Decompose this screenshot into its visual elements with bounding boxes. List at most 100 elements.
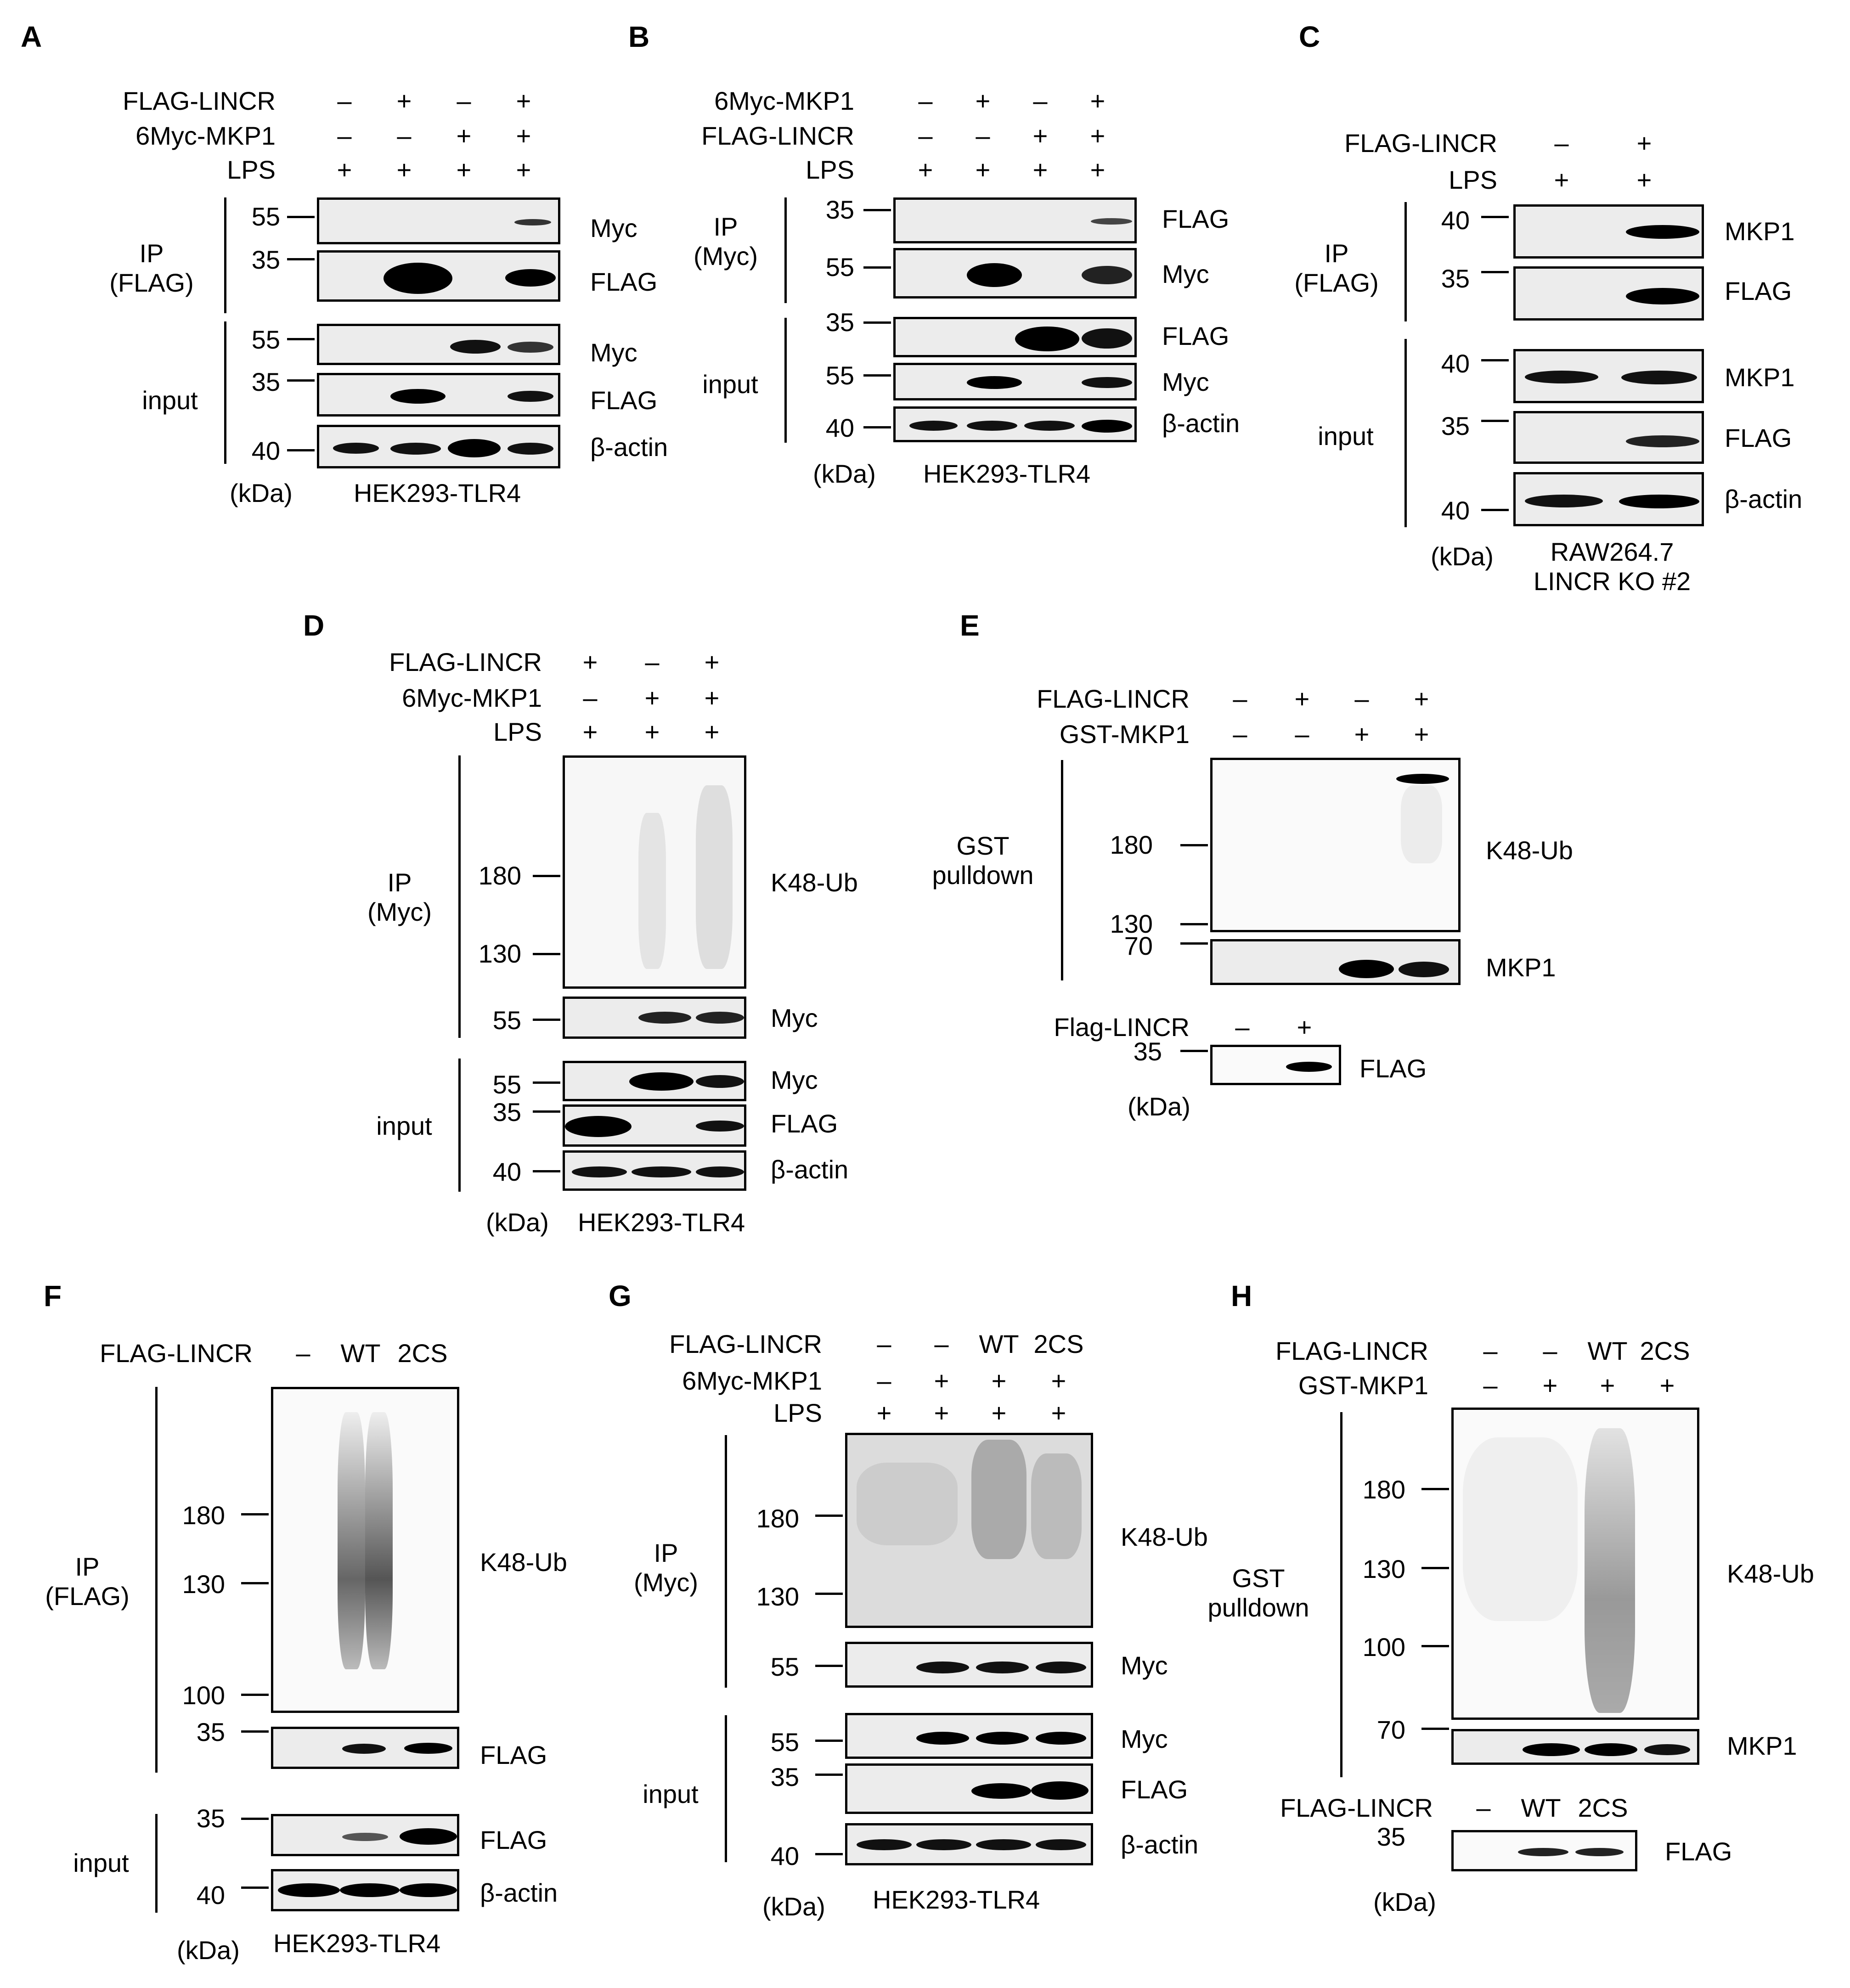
sign: +: [704, 717, 720, 746]
sign: WT: [979, 1329, 1019, 1358]
marker-tick: [1481, 509, 1509, 511]
marker-tick: [533, 1170, 560, 1172]
sign: +: [516, 86, 531, 115]
sign: +: [1032, 121, 1048, 150]
band: [1082, 377, 1132, 388]
blot-flag-input: [845, 1763, 1093, 1814]
row-label: FLAG-LINCR: [669, 1329, 822, 1358]
band: [1082, 420, 1132, 433]
marker-tick: [533, 1081, 560, 1084]
blot-mkp1-input: [1513, 349, 1704, 403]
row-label: FLAG-LINCR: [1037, 684, 1190, 713]
group-label: input: [702, 370, 758, 399]
sign: +: [918, 155, 933, 184]
band: [632, 1166, 691, 1177]
antibody-label: Myc: [771, 1003, 818, 1032]
antibody-label: K48-Ub: [1727, 1559, 1814, 1588]
band: [1518, 1848, 1568, 1856]
group-bracket: [155, 1387, 158, 1773]
panel-letter: B: [628, 20, 650, 53]
mw-marker: 55: [251, 202, 280, 231]
marker-tick: [815, 1515, 843, 1517]
band: [1082, 328, 1132, 349]
blot-myc-ip: [563, 997, 746, 1039]
blot-myc-ip: [845, 1642, 1093, 1688]
blot-flag-input: [317, 373, 560, 417]
antibody-label: MKP1: [1486, 953, 1556, 982]
antibody-label: K48-Ub: [771, 868, 858, 897]
mw-marker: 35: [492, 1098, 521, 1126]
sign: +: [934, 1366, 949, 1395]
cell-line-label: RAW264.7 LINCR KO #2: [1533, 537, 1691, 596]
band: [342, 1744, 386, 1754]
sign: –: [1483, 1371, 1498, 1400]
cell-line-label: HEK293-TLR4: [873, 1885, 1040, 1914]
marker-tick: [1421, 1645, 1449, 1647]
blot-actin-input: [893, 406, 1137, 442]
mw-marker: 55: [770, 1728, 799, 1757]
band: [1396, 774, 1449, 784]
blot-actin-input: [563, 1150, 746, 1191]
band: [565, 1116, 632, 1137]
blot-myc-input: [893, 363, 1137, 400]
marker-tick: [241, 1694, 269, 1696]
panel-letter: H: [1231, 1279, 1252, 1312]
band: [448, 439, 501, 457]
marker-tick: [1421, 1728, 1449, 1730]
mw-marker: 55: [251, 325, 280, 354]
band: [508, 391, 553, 402]
group-label: input: [73, 1848, 129, 1877]
sign: +: [644, 683, 660, 712]
band: [505, 269, 556, 287]
sign: +: [1414, 720, 1429, 749]
sign: +: [396, 155, 412, 184]
sign: +: [1414, 684, 1429, 713]
band: [1339, 960, 1394, 978]
smear: [696, 785, 733, 969]
blot-k48ub-pulldown: [1210, 758, 1461, 932]
sign: +: [1051, 1398, 1066, 1427]
cell-line-label: HEK293-TLR4: [578, 1208, 745, 1237]
sign: 2CS: [1578, 1793, 1628, 1822]
mw-marker: 40: [1441, 206, 1470, 235]
group-bracket: [458, 1059, 461, 1192]
antibody-label: β-actin: [1121, 1830, 1199, 1859]
sign: +: [934, 1398, 949, 1427]
mw-marker: 35: [1133, 1037, 1162, 1066]
band: [333, 443, 379, 454]
sign: +: [1090, 155, 1105, 184]
group-bracket: [725, 1715, 727, 1862]
panel-letter: F: [44, 1279, 62, 1312]
band: [696, 1121, 744, 1132]
marker-tick: [241, 1887, 269, 1889]
band: [1621, 371, 1697, 384]
row-label: 6Myc-MKP1: [714, 86, 854, 115]
mw-marker: 35: [1376, 1822, 1405, 1851]
marker-tick: [815, 1774, 843, 1776]
sign: +: [1297, 1013, 1312, 1042]
blot-flag-ip: [317, 250, 560, 302]
sign: +: [456, 155, 472, 184]
antibody-label: FLAG: [1162, 204, 1230, 233]
marker-tick: [1180, 1050, 1208, 1052]
sign: +: [704, 648, 720, 676]
sign: –: [918, 86, 933, 115]
group-bracket: [784, 197, 787, 303]
marker-tick: [863, 321, 891, 324]
antibody-label: Myc: [771, 1065, 818, 1094]
sign: +: [1542, 1371, 1558, 1400]
antibody-label: FLAG: [1121, 1775, 1188, 1804]
marker-tick: [533, 1019, 560, 1021]
band: [976, 1661, 1029, 1673]
band: [909, 421, 958, 431]
band: [1015, 327, 1079, 351]
sign: +: [516, 155, 531, 184]
group-label: input: [376, 1111, 432, 1140]
marker-tick: [1481, 359, 1509, 361]
antibody-label: FLAG: [480, 1740, 547, 1769]
band: [916, 1839, 971, 1850]
mw-marker: 180: [1110, 830, 1153, 859]
group-label: IP (FLAG): [109, 239, 194, 297]
unit-label: (kDa): [177, 1936, 240, 1965]
sign: +: [644, 717, 660, 746]
